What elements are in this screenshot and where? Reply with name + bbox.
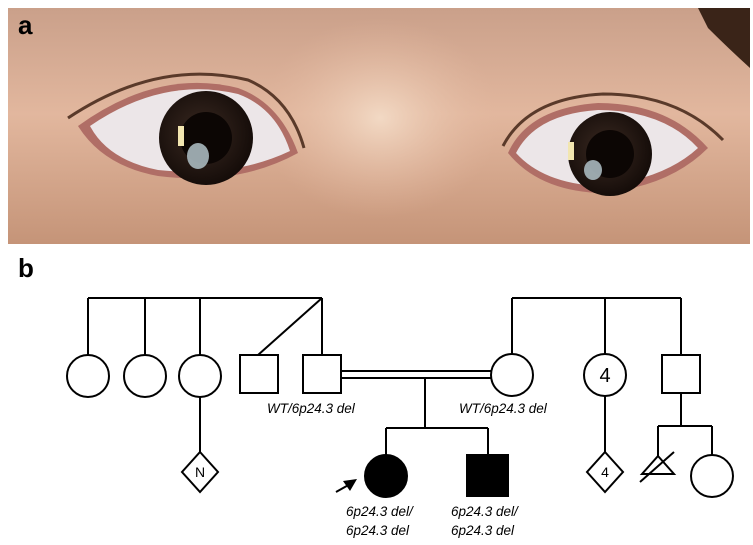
- genotype-mother: WT/6p24.3 del: [459, 401, 548, 416]
- female-symbol: [124, 355, 166, 397]
- female-symbol: [67, 355, 109, 397]
- proband-affected-female: [365, 455, 407, 497]
- male-symbol: [240, 355, 278, 393]
- genotype-brother-line1: 6p24.3 del/: [451, 504, 519, 519]
- mother-symbol: [491, 354, 533, 396]
- affected-male-symbol: [467, 455, 508, 496]
- female-symbol: [691, 455, 733, 497]
- panel-label-a: a: [18, 10, 32, 41]
- genotype-brother-line2: 6p24.3 del: [451, 523, 515, 538]
- father-symbol: [303, 355, 341, 393]
- twin-line: [258, 298, 322, 355]
- genotype-proband-line1: 6p24.3 del/: [346, 504, 414, 519]
- n-label: N: [195, 464, 205, 480]
- genotype-father: WT/6p24.3 del: [267, 401, 356, 416]
- offspring-count: 4: [601, 464, 609, 480]
- female-symbol: [179, 355, 221, 397]
- male-symbol: [662, 355, 700, 393]
- genotype-proband-line2: 6p24.3 del: [346, 523, 410, 538]
- sibship-count: 4: [599, 365, 610, 387]
- proband-arrowhead-icon: [343, 479, 357, 491]
